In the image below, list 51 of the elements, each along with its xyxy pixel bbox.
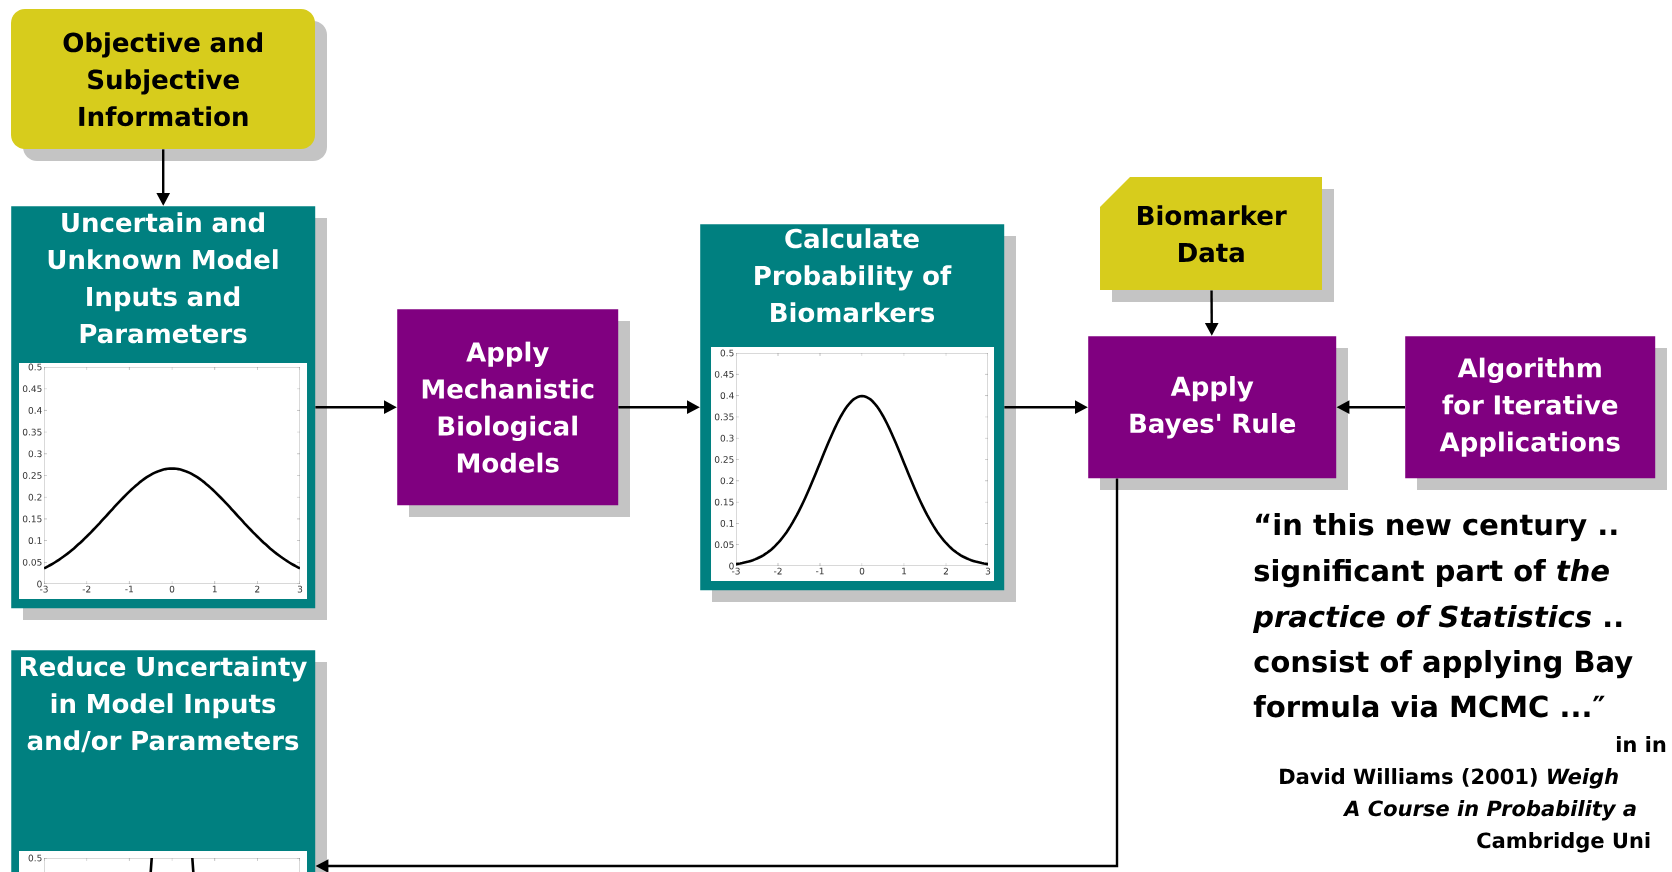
tick-label: 0.45 bbox=[22, 385, 42, 393]
tick-label: 3 bbox=[985, 567, 991, 575]
tick-label: 0.25 bbox=[714, 456, 734, 463]
tick-label: 0 bbox=[729, 562, 734, 570]
tick-label: 3 bbox=[297, 585, 303, 593]
input-box: Objective and Subjective Information bbox=[11, 9, 327, 161]
quote-line: formula via MCMC ...″ bbox=[1253, 694, 1605, 718]
tick-label: 0.25 bbox=[22, 472, 42, 479]
data-box: Biomarker Data bbox=[1100, 177, 1334, 302]
tick-label: -1 bbox=[815, 567, 824, 575]
tick-label: 0.5 bbox=[720, 349, 734, 357]
tick-label: 0.1 bbox=[720, 520, 734, 527]
tick-label: 0 bbox=[859, 567, 865, 575]
tick-label: 0.2 bbox=[720, 477, 734, 485]
citation-line: in in bbox=[1616, 736, 1666, 752]
quote-line: practice of Statistics .. bbox=[1252, 604, 1622, 634]
tick-label: 0.2 bbox=[28, 493, 42, 501]
tick-label: 0.1 bbox=[28, 537, 42, 544]
tick-label: 0.05 bbox=[22, 558, 42, 566]
tick-label: 0.3 bbox=[28, 450, 42, 458]
process-box: Apply Mechanistic Biological Models bbox=[397, 309, 630, 517]
process-box: Algorithm for Iterative Applications bbox=[1405, 336, 1667, 490]
tick-label: 0.45 bbox=[714, 370, 734, 378]
tick-label: 2 bbox=[255, 585, 260, 593]
tick-label: 1 bbox=[902, 567, 907, 575]
tick-label: 0.35 bbox=[22, 428, 42, 436]
quote-line: consist of applying Bay bbox=[1254, 649, 1633, 679]
tick-label: -2 bbox=[773, 567, 782, 575]
tick-label: 0.35 bbox=[714, 413, 734, 421]
citation-line: A Course in Probability a bbox=[1342, 800, 1636, 821]
citation-line: David Williams (2001) Weigh bbox=[1280, 768, 1618, 789]
process-box: Apply Bayes' Rule bbox=[1088, 336, 1348, 490]
quote-line: significant part of the bbox=[1254, 558, 1609, 588]
tick-label: -3 bbox=[39, 585, 48, 593]
tick-label: 0.4 bbox=[720, 392, 734, 399]
tick-label: 0.4 bbox=[28, 407, 42, 414]
tick-label: 0.15 bbox=[714, 498, 734, 506]
tick-label: 0.3 bbox=[720, 434, 734, 442]
tick-label: 0.05 bbox=[714, 541, 734, 549]
tick-label: 0.5 bbox=[28, 363, 42, 371]
tick-label: 0.5 bbox=[28, 854, 42, 862]
citation-line: Cambridge Uni bbox=[1477, 832, 1650, 853]
tick-label: 2 bbox=[943, 567, 948, 575]
tick-label: -1 bbox=[125, 585, 133, 593]
tick-label: 0 bbox=[169, 585, 175, 593]
tick-label: -2 bbox=[82, 585, 91, 593]
tick-label: 1 bbox=[212, 585, 217, 593]
tick-label: 0.15 bbox=[22, 515, 42, 523]
tick-label: -3 bbox=[731, 567, 740, 575]
tick-label: 0 bbox=[37, 580, 42, 588]
quote-line: “in this new century .. bbox=[1256, 512, 1617, 542]
